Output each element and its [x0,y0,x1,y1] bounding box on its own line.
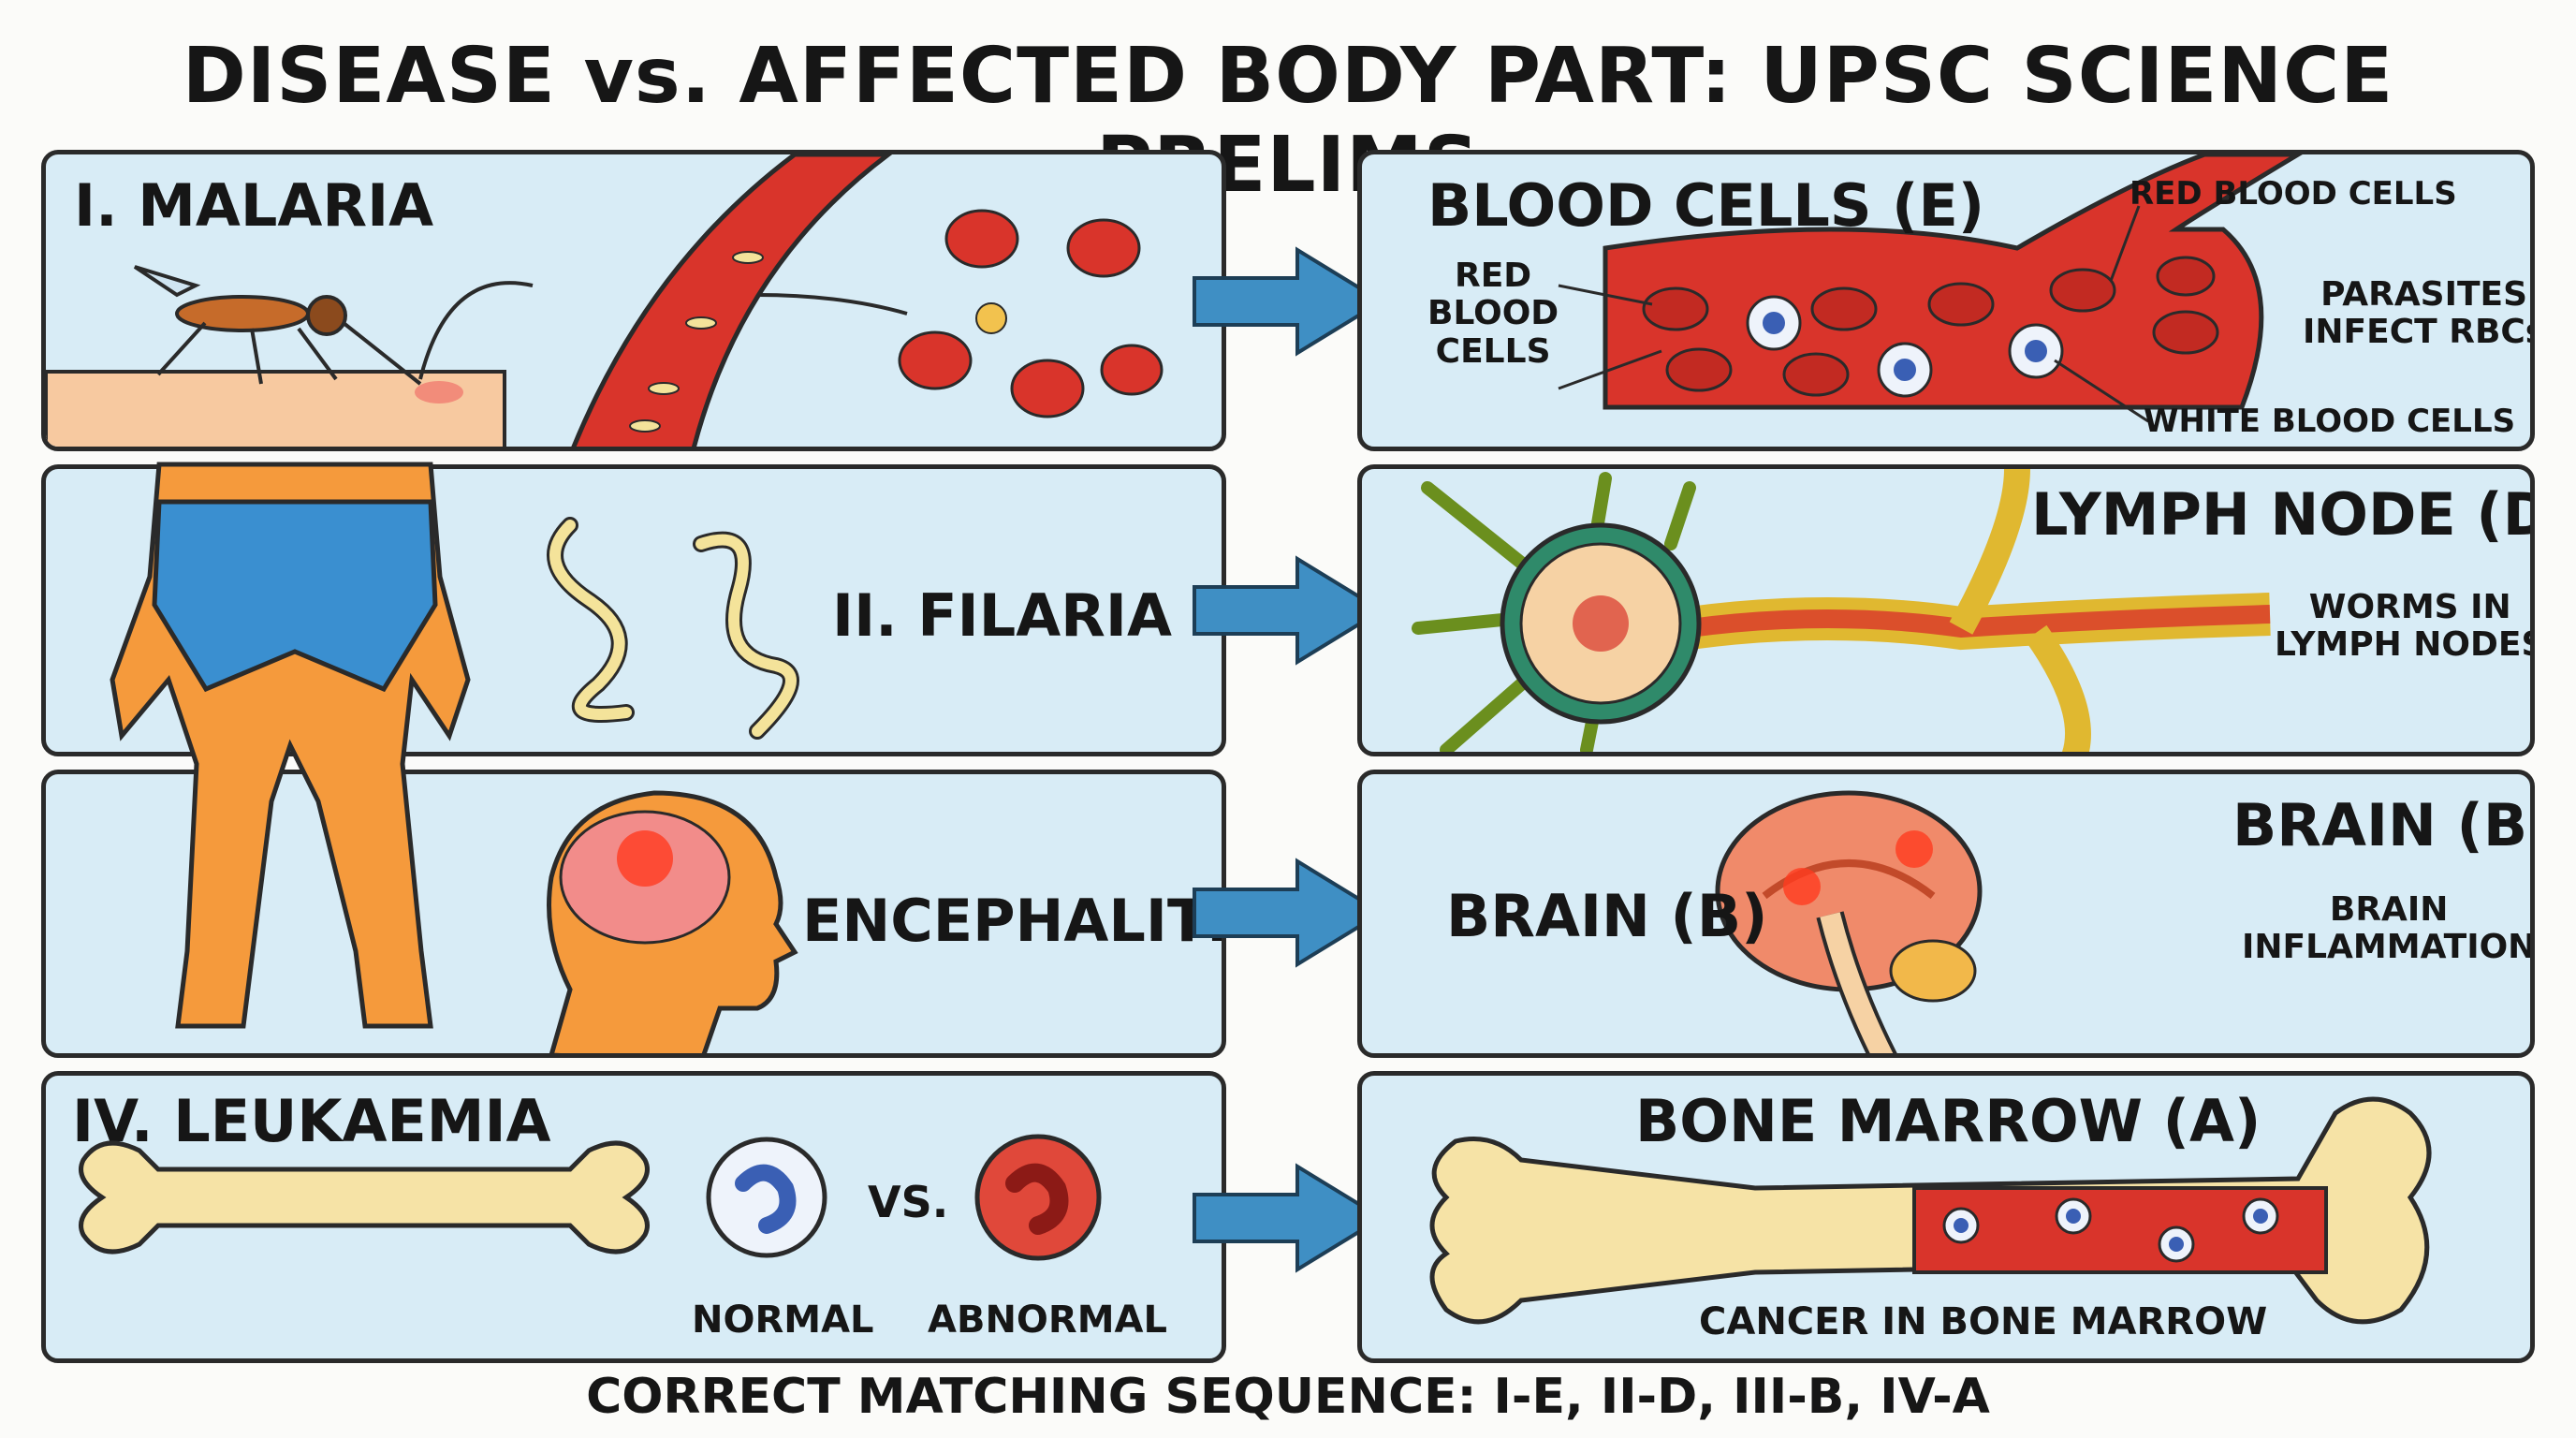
disease-label-filaria: II. FILARIA [832,581,1172,650]
disease-label-encephalitis: ENCEPHALITIS [802,887,1226,955]
bone-icon [79,1140,650,1255]
mosquito-icon [133,265,422,386]
head-illustration [547,790,798,1053]
disease-panel-malaria: I. MALARIA [41,150,1226,451]
human-leg-figure-icon [110,462,471,1029]
disease-label-malaria: I. MALARIA [74,171,434,240]
arrow-malaria-icon [1193,246,1385,357]
malaria-illustration [46,154,1164,447]
brain-icon [1715,790,1983,1053]
body-part-panel-brain: BRAIN (B) BRAIN (B) BRAIN INFLAMMATION [1357,770,2535,1058]
leukaemia-illustration [79,1134,1102,1261]
bone-marrow-illustration [1429,1096,2432,1325]
label-abnormal: ABNORMAL [928,1299,1167,1342]
body-part-label-blood-cells: BLOOD CELLS (E) [1427,171,1985,240]
disease-panel-leukaemia: IV. LEUKAEMIA VS. NORMAL ABNORMAL [41,1071,1226,1363]
matching-sequence-footer: CORRECT MATCHING SEQUENCE: I-E, II-D, II… [586,1369,1990,1425]
label-red-blood-cells-top: RED BLOOD CELLS [2130,175,2457,213]
label-normal: NORMAL [692,1299,874,1342]
label-worms-in-lymph-nodes: WORMS IN LYMPH NODES [2275,588,2535,665]
arrow-filaria-icon [1193,555,1385,666]
body-part-label-lymph-node: LYMPH NODE (D) [2031,480,2535,549]
worm-icon [547,517,799,740]
body-part-label-bone-marrow: BONE MARROW (A) [1635,1087,2261,1155]
worms-illustration [547,517,799,740]
label-cancer-in-bone-marrow: CANCER IN BONE MARROW [1699,1300,2268,1343]
label-vs: VS. [868,1177,949,1227]
brain-illustration [1715,790,1983,1053]
label-red-blood-cells: RED BLOOD CELLS [1427,257,1559,371]
arrow-encephalitis-icon [1193,858,1385,968]
body-part-panel-lymph-node: LYMPH NODE (D) WORMS IN LYMPH NODES [1357,464,2535,756]
label-parasites-infect: PARASITES INFECT RBCs [2303,275,2530,352]
label-brain-inflammation: BRAIN INFLAMMATION [2242,890,2535,967]
side-title-brain: BRAIN (B) [2232,791,2535,859]
blood-vessel-illustration [1558,154,2303,423]
lymph-node-illustration [1412,469,2271,752]
body-part-panel-blood-cells: BLOOD CELLS (E) RED BLOOD CELLS RED BLOO… [1357,150,2535,451]
body-part-label-brain: BRAIN (B) [1446,882,1768,950]
arrow-leukaemia-icon [1193,1163,1385,1273]
disease-label-leukaemia: IV. LEUKAEMIA [72,1087,551,1155]
label-white-blood-cells: WHITE BLOOD CELLS [2144,403,2516,440]
body-part-panel-bone-marrow: BONE MARROW (A) CANCER IN BONE MARROW [1357,1071,2535,1363]
